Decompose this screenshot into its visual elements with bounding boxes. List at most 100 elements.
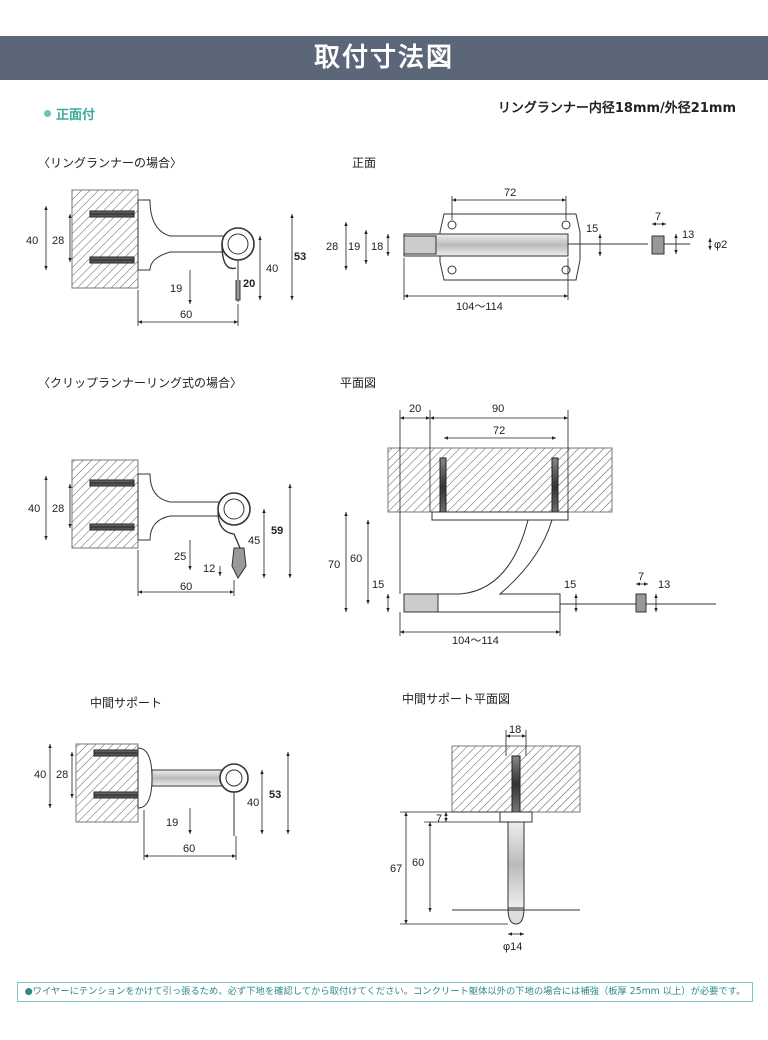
section-clip-runner-title: 〈クリップランナーリング式の場合〉	[38, 376, 243, 390]
dim-20: 20	[243, 278, 255, 290]
support-stem	[507, 821, 525, 909]
dim-18: 18	[509, 724, 521, 736]
base-plate	[431, 511, 569, 521]
dim-phi2: φ2	[714, 239, 727, 251]
section-front-title: 正面	[352, 156, 377, 170]
dim-60: 60	[350, 553, 362, 565]
support-plate	[499, 811, 533, 823]
ring-runner-dimensions	[44, 206, 294, 326]
plan-dim-labels: 20 90 72 70 60 15 15 7 13 104～114	[328, 403, 670, 647]
screw-top	[89, 210, 135, 218]
ring-inner	[223, 498, 245, 520]
plan-runner	[403, 593, 439, 613]
clip-runner-side-view	[71, 459, 251, 579]
middle-support-plan-dim-labels: 18 7 67 60 φ14	[390, 724, 522, 953]
clip-runner-dimensions	[44, 476, 292, 596]
hole-br	[561, 265, 571, 275]
clip	[231, 547, 247, 579]
front-dimensions	[344, 196, 712, 300]
dim-104-114: 104～114	[452, 635, 499, 647]
dim-15b: 15	[564, 579, 576, 591]
page-title: 取付寸法図	[0, 36, 768, 80]
dim-45: 45	[248, 535, 260, 547]
screw-top	[89, 479, 135, 487]
wall-hatch	[71, 459, 139, 549]
screw-right	[551, 457, 559, 517]
screw	[511, 755, 521, 813]
screw-bottom	[89, 256, 135, 264]
front-tensioner	[651, 235, 665, 255]
ring-inner	[225, 769, 243, 787]
wall-hatch	[387, 447, 613, 513]
hole-bl	[447, 265, 457, 275]
dim-25: 25	[174, 551, 186, 563]
dim-19: 19	[170, 283, 182, 295]
middle-support-plan-dimensions	[400, 730, 527, 936]
front-runner	[403, 235, 437, 255]
dim-40b: 40	[266, 263, 278, 275]
dim-28: 28	[326, 241, 338, 253]
dim-18: 18	[371, 241, 383, 253]
dim-72: 72	[504, 187, 516, 199]
middle-support-plan-view	[451, 745, 581, 925]
mount-type-text: 正面付	[56, 108, 96, 123]
dim-60: 60	[183, 843, 195, 855]
front-view	[403, 213, 690, 281]
middle-support-dim-labels: 40 28 19 40 53 60	[34, 769, 281, 855]
support-base	[137, 747, 153, 809]
dim-40: 40	[26, 235, 38, 247]
dim-19: 19	[166, 817, 178, 829]
section-plan-title: 平面図	[340, 376, 377, 390]
screw-bottom	[93, 791, 139, 799]
screw-top	[93, 749, 139, 757]
ring-runner-side-view	[71, 189, 255, 302]
dim-40: 40	[34, 769, 46, 781]
bracket-body	[137, 199, 226, 271]
dim-phi14: φ14	[503, 941, 522, 953]
dim-60: 60	[412, 857, 424, 869]
dim-40: 40	[28, 503, 40, 515]
front-dim-labels: 72 15 7 13 φ2 28 19 18 104～114	[326, 187, 727, 313]
dim-15a: 15	[372, 579, 384, 591]
screw-left	[439, 457, 447, 517]
dim-12: 12	[203, 563, 215, 575]
dim-40b: 40	[247, 797, 259, 809]
hole-tr	[561, 220, 571, 230]
clip-runner-dim-labels: 40 28 25 12 45 59 60	[28, 503, 283, 593]
dim-60: 60	[180, 309, 192, 321]
screw-bottom	[89, 523, 135, 531]
dim-72: 72	[493, 425, 505, 437]
ring-inner	[227, 233, 249, 255]
dim-7: 7	[638, 571, 644, 583]
dim-28: 28	[52, 503, 64, 515]
middle-support-dimensions	[48, 744, 290, 860]
ring-runner-dim-labels: 40 28 19 20 40 53 60	[26, 235, 306, 321]
wall-hatch	[71, 189, 139, 289]
section-ring-runner-title: 〈リングランナーの場合〉	[38, 156, 183, 170]
dim-53: 53	[294, 251, 306, 263]
dim-104-114: 104～114	[456, 301, 503, 313]
wall-hatch	[75, 743, 139, 823]
dim-53: 53	[269, 789, 281, 801]
dim-67: 67	[390, 863, 402, 875]
dim-28: 28	[56, 769, 68, 781]
installation-note: ●ワイヤーにテンションをかけて引っ張るため、必ず下地を確認してから取付けてくださ…	[17, 982, 753, 1002]
dim-59: 59	[271, 525, 283, 537]
hole-tl	[447, 220, 457, 230]
dimension-drawings: 40 28 19 20 40 53 60 72 15 7 13	[26, 187, 727, 953]
dim-7: 7	[655, 211, 661, 223]
dim-60: 60	[180, 581, 192, 593]
ring-spec: リングランナー内径18mm/外径21mm	[497, 101, 736, 116]
middle-support-side-view	[75, 743, 249, 836]
mount-type-label: 正面付	[44, 104, 95, 123]
dim-7: 7	[436, 813, 442, 825]
dim-90: 90	[492, 403, 504, 415]
section-middle-support-plan-title: 中間サポート平面図	[402, 692, 511, 706]
bullet-icon	[44, 110, 51, 117]
section-middle-support-title: 中間サポート	[90, 696, 163, 710]
plan-dimensions	[344, 410, 658, 636]
curved-arm	[403, 519, 561, 613]
dim-20: 20	[409, 403, 421, 415]
dim-13: 13	[658, 579, 670, 591]
dim-70: 70	[328, 559, 340, 571]
